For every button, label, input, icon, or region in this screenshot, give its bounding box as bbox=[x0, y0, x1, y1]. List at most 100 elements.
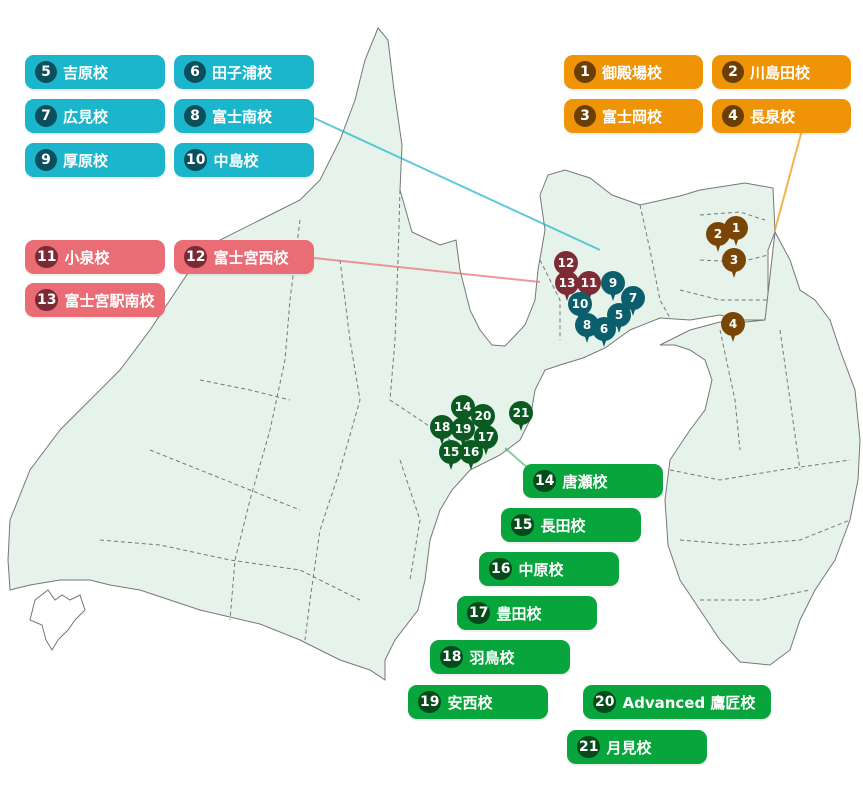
pin-tail bbox=[714, 240, 722, 252]
pin-head: 13 bbox=[555, 271, 579, 295]
municipal-borders bbox=[99, 189, 851, 641]
pin-head: 21 bbox=[509, 401, 533, 425]
school-number-badge: 15 bbox=[511, 514, 535, 536]
map-pin-18[interactable]: 18 bbox=[430, 415, 454, 447]
school-label-16[interactable]: 16 中原校 bbox=[479, 552, 619, 586]
school-number-badge: 9 bbox=[35, 149, 57, 171]
map-pin-11[interactable]: 11 bbox=[577, 271, 601, 303]
school-number-badge: 16 bbox=[489, 558, 513, 580]
school-label-11[interactable]: 11 小泉校 bbox=[25, 240, 165, 274]
school-label-10[interactable]: 10 中島校 bbox=[174, 143, 314, 177]
pin-tail bbox=[729, 330, 737, 342]
pin-tail bbox=[459, 435, 467, 447]
school-name: 長田校 bbox=[540, 516, 586, 535]
pin-head: 3 bbox=[722, 248, 746, 272]
school-name: 中島校 bbox=[213, 151, 259, 170]
school-label-12[interactable]: 12 富士宮西校 bbox=[174, 240, 314, 274]
school-name: 中原校 bbox=[518, 560, 564, 579]
school-number-badge: 18 bbox=[440, 646, 464, 668]
school-number-badge: 19 bbox=[418, 691, 442, 713]
school-number-badge: 14 bbox=[533, 470, 557, 492]
school-label-14[interactable]: 14 唐瀬校 bbox=[523, 464, 663, 498]
school-name: Advanced 鷹匠校 bbox=[622, 693, 756, 712]
school-number-badge: 17 bbox=[467, 602, 491, 624]
pin-head: 10 bbox=[568, 292, 592, 316]
school-number-badge: 12 bbox=[184, 246, 208, 268]
school-number-badge: 11 bbox=[35, 246, 59, 268]
lake-hamana bbox=[29, 589, 86, 651]
pin-tail bbox=[730, 266, 738, 278]
school-label-20[interactable]: 20 Advanced 鷹匠校 bbox=[583, 685, 771, 719]
school-label-9[interactable]: 9 厚原校 bbox=[25, 143, 165, 177]
school-name: 豊田校 bbox=[496, 604, 542, 623]
pin-tail bbox=[482, 443, 490, 455]
school-name: 吉原校 bbox=[63, 63, 109, 82]
school-name: 小泉校 bbox=[64, 248, 110, 267]
school-number-badge: 8 bbox=[184, 105, 206, 127]
school-name: 月見校 bbox=[606, 738, 652, 757]
pin-tail bbox=[563, 289, 571, 301]
school-label-1[interactable]: 1 御殿場校 bbox=[564, 55, 703, 89]
school-number-badge: 3 bbox=[574, 105, 596, 127]
school-number-badge: 7 bbox=[35, 105, 57, 127]
map-pin-4[interactable]: 4 bbox=[721, 312, 745, 344]
map-pin-9[interactable]: 9 bbox=[601, 271, 625, 303]
school-name: 長泉校 bbox=[750, 107, 796, 126]
map-pin-1[interactable]: 1 bbox=[724, 216, 748, 248]
map-pin-19[interactable]: 19 bbox=[451, 417, 475, 449]
pin-tail bbox=[609, 289, 617, 301]
pin-head: 20 bbox=[471, 404, 495, 428]
map-pin-3[interactable]: 3 bbox=[722, 248, 746, 280]
pin-head: 19 bbox=[451, 417, 475, 441]
school-name: 富士南校 bbox=[212, 107, 273, 126]
school-label-3[interactable]: 3 富士岡校 bbox=[564, 99, 703, 133]
school-label-4[interactable]: 4 長泉校 bbox=[712, 99, 851, 133]
leader-line-red bbox=[313, 257, 541, 283]
school-name: 厚原校 bbox=[63, 151, 109, 170]
pin-tail bbox=[615, 321, 623, 333]
pin-tail bbox=[585, 289, 593, 301]
school-name: 唐瀬校 bbox=[562, 472, 608, 491]
school-number-badge: 1 bbox=[574, 61, 596, 83]
pin-head: 12 bbox=[554, 251, 578, 275]
leader-line-orange bbox=[774, 129, 803, 231]
school-name: 御殿場校 bbox=[602, 63, 663, 82]
pin-head: 11 bbox=[577, 271, 601, 295]
map-region-mainland bbox=[7, 27, 776, 681]
school-name: 田子浦校 bbox=[212, 63, 273, 82]
map-region-izu bbox=[659, 230, 861, 666]
school-label-19[interactable]: 19 安西校 bbox=[408, 685, 548, 719]
school-name: 羽鳥校 bbox=[469, 648, 515, 667]
school-label-15[interactable]: 15 長田校 bbox=[501, 508, 641, 542]
pin-tail bbox=[732, 234, 740, 246]
pin-head: 16 bbox=[459, 440, 483, 464]
school-name: 富士岡校 bbox=[602, 107, 663, 126]
pin-tail bbox=[438, 433, 446, 445]
map-pin-13[interactable]: 13 bbox=[555, 271, 579, 303]
school-name: 安西校 bbox=[447, 693, 493, 712]
pin-tail bbox=[629, 304, 637, 316]
school-label-18[interactable]: 18 羽鳥校 bbox=[430, 640, 570, 674]
pin-head: 4 bbox=[721, 312, 745, 336]
school-number-badge: 13 bbox=[35, 289, 59, 311]
map-pin-21[interactable]: 21 bbox=[509, 401, 533, 433]
school-number-badge: 20 bbox=[593, 691, 617, 713]
map-pin-16[interactable]: 16 bbox=[459, 440, 483, 472]
school-number-badge: 10 bbox=[184, 149, 208, 171]
map-pin-6[interactable]: 6 bbox=[592, 317, 616, 349]
school-label-17[interactable]: 17 豊田校 bbox=[457, 596, 597, 630]
pin-tail bbox=[600, 335, 608, 347]
school-label-8[interactable]: 8 富士南校 bbox=[174, 99, 314, 133]
school-number-badge: 4 bbox=[722, 105, 744, 127]
school-name: 富士宮西校 bbox=[213, 248, 289, 267]
pin-head: 9 bbox=[601, 271, 625, 295]
pin-tail bbox=[467, 458, 475, 470]
pin-head: 6 bbox=[592, 317, 616, 341]
